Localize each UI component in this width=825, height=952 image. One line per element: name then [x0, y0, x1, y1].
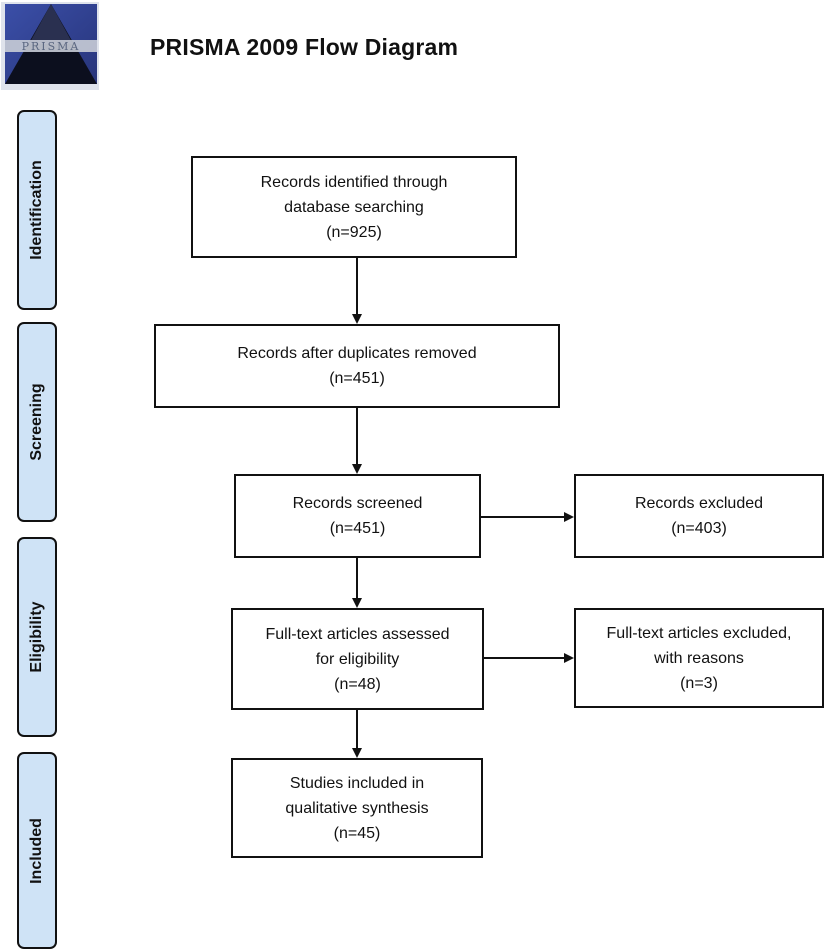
box-count: (n=451) — [329, 520, 386, 537]
box-records-identified: Records identified through database sear… — [191, 156, 517, 258]
box-line: for eligibility — [315, 650, 400, 668]
box-fulltext-assessed: Full-text articles assessed for eligibil… — [231, 608, 484, 710]
box-line: Records after duplicates removed — [237, 345, 477, 362]
phase-screening: Screening — [17, 322, 57, 522]
box-line: Records identified through — [260, 173, 448, 191]
box-records-excluded: Records excluded (n=403) — [574, 474, 824, 558]
box-count: (n=451) — [329, 370, 385, 387]
box-count: (n=45) — [333, 824, 381, 842]
box-line: database searching — [284, 198, 424, 216]
box-line: with reasons — [654, 649, 744, 667]
box-count: (n=48) — [334, 675, 381, 693]
box-line: Studies included in — [289, 774, 425, 792]
box-line: Full-text articles excluded, — [606, 624, 792, 642]
phase-included: Included — [17, 752, 57, 949]
box-records-deduplicated: Records after duplicates removed (n=451) — [154, 324, 560, 408]
prisma-logo: PRISMA — [1, 2, 99, 90]
box-line: Records excluded — [634, 495, 764, 512]
box-studies-included: Studies included in qualitative synthesi… — [231, 758, 483, 858]
phase-identification: Identification — [17, 110, 57, 310]
box-count: (n=925) — [326, 223, 382, 241]
box-line: Records screened — [292, 495, 423, 512]
phase-eligibility: Eligibility — [17, 537, 57, 737]
box-fulltext-excluded: Full-text articles excluded, with reason… — [574, 608, 824, 708]
page-title: PRISMA 2009 Flow Diagram — [150, 34, 459, 60]
box-records-screened: Records screened (n=451) — [234, 474, 481, 558]
box-count: (n=403) — [671, 520, 727, 537]
box-line: qualitative synthesis — [285, 799, 429, 817]
box-line: Full-text articles assessed — [265, 625, 450, 643]
box-count: (n=3) — [680, 674, 718, 692]
logo-text: PRISMA — [22, 40, 81, 53]
